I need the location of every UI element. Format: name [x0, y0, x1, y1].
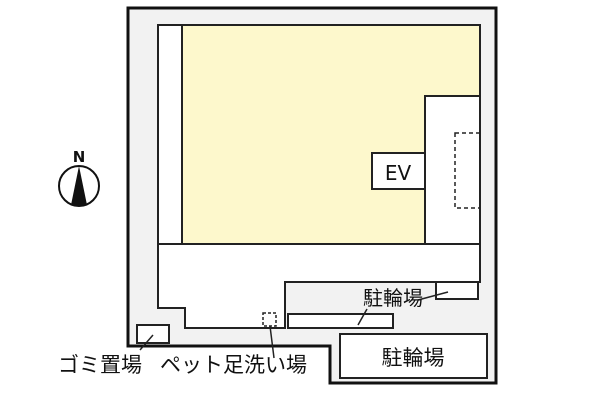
bicycle-rack-long [287, 313, 394, 329]
bicycle-label-small: 駐輪場 [363, 286, 423, 310]
north-compass-icon: N [58, 148, 100, 207]
svg-text:N: N [73, 148, 86, 166]
garbage-box [136, 324, 170, 344]
pet-wash-label: ペット足洗い場 [160, 353, 307, 377]
bicycle-rack-small [435, 281, 479, 300]
stair-area [424, 95, 481, 245]
elevator-label: EV [385, 161, 412, 185]
bicycle-label-large: 駐輪場 [382, 346, 445, 370]
elevator-box [371, 152, 426, 190]
garbage-label: ゴミ置場 [58, 353, 142, 377]
dashed-area [454, 132, 481, 209]
pet-wash-box [262, 312, 277, 327]
bicycle-parking-large [339, 333, 488, 379]
